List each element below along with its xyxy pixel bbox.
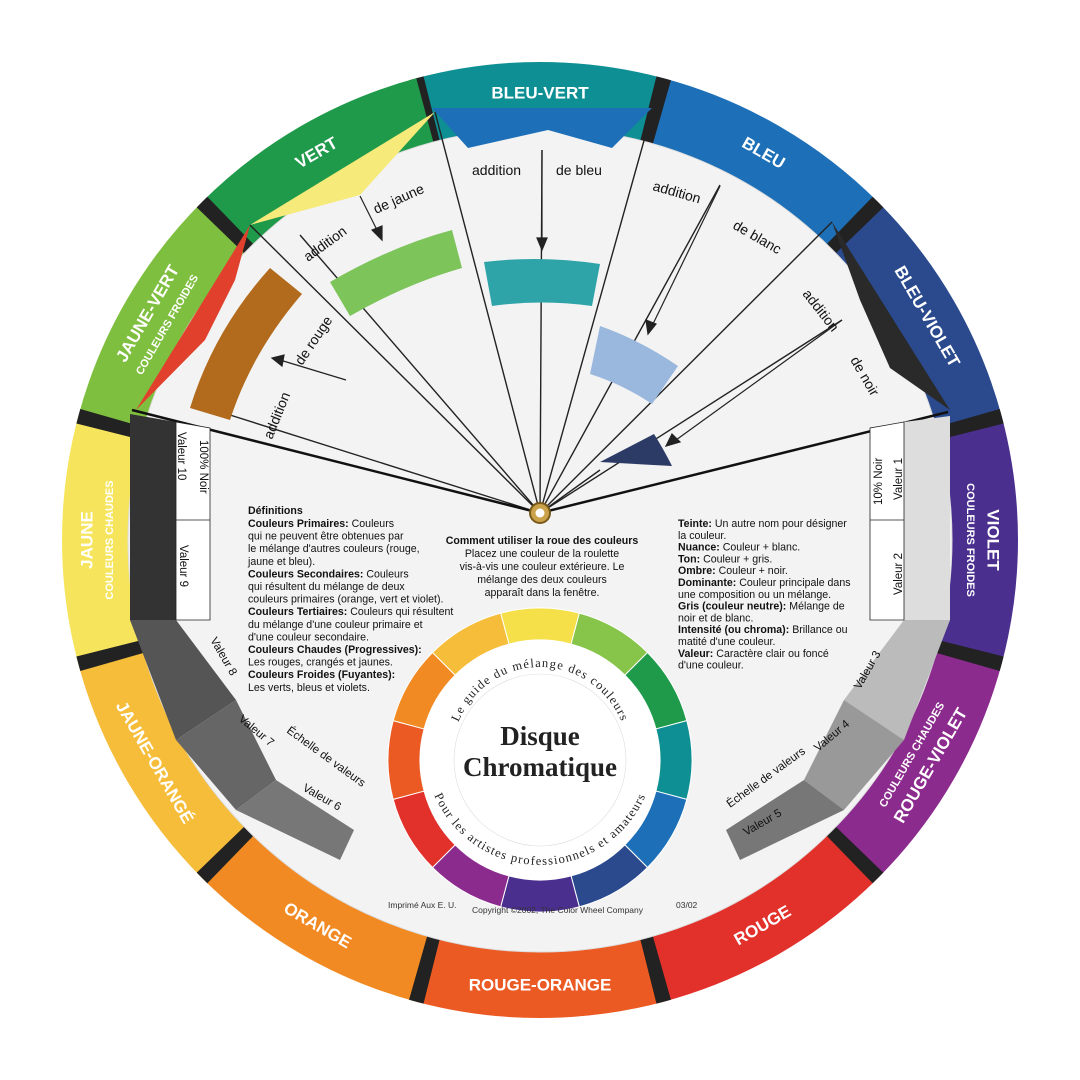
defs-lines-line-10: Couleurs Chaudes (Progressives): (248, 644, 422, 656)
right-defs-line-2: Nuance: Couleur + blanc. (678, 542, 800, 554)
inner-color-ring (387, 607, 693, 913)
footer-printed: Imprimé Aux E. U. (388, 900, 457, 910)
instructions-line-2: vis-à-vis une couleur extérieure. Le (460, 561, 625, 573)
right-defs-line-12: d'une couleur. (678, 660, 744, 672)
defs-lines-line-8: du mélange d'une couleur primaire et (248, 619, 423, 631)
valeur-1-label: Valeur 1 (893, 458, 905, 500)
right-defs-line-8: noir et de blanc. (678, 612, 753, 624)
outer-segment-10 (78, 202, 249, 434)
outer-segment-9 (61, 416, 143, 664)
defs-lines-line-2: le mélange d'autres couleurs (rouge, (248, 543, 420, 555)
instructions-line-1: Placez une couleur de la roulette (465, 548, 619, 560)
inner-segment-9 (387, 720, 425, 800)
right-defs-line-6: une composition ou un mélange. (678, 589, 831, 601)
defs-lines-line-6: couleurs primaires (orange, vert et viol… (248, 594, 443, 606)
blue-tab (432, 108, 652, 148)
outer-segment-3 (937, 416, 1018, 664)
instructions-heading: Comment utiliser la roue des couleurs (446, 535, 639, 547)
right-defs-line-0: Teinte: Un autre nom pour désigner (678, 518, 847, 530)
right-defs-line-3: Ton: Couleur + gris. (678, 553, 772, 565)
value-scale-left: Valeur 10 100% Noir Valeur 9 Valeur 8 Va… (130, 414, 368, 860)
outer-label-0: BLEU-VERT (491, 83, 589, 102)
outer-sublabel-9: COULEURS CHAUDES (104, 480, 116, 599)
black-tab (832, 222, 950, 410)
title-line-2: Chromatique (463, 752, 617, 782)
right-defs-line-7: Gris (couleur neutre): Mélange de (678, 601, 845, 613)
noir-100-label: 100% Noir (197, 440, 209, 494)
footer-copyright: Copyright ©2002, The Color Wheel Company (472, 905, 644, 915)
right-defs-line-1: la couleur. (678, 530, 726, 542)
defs-lines-line-4: Couleurs Secondaires: Couleurs (248, 568, 409, 580)
swatch-de-blanc (590, 326, 678, 404)
definitions-heading: Définitions (248, 505, 303, 517)
swatch-de-noir (600, 434, 672, 466)
red-tab (136, 225, 250, 410)
defs-lines-line-5: qui résultent du mélange de deux (248, 581, 405, 593)
outer-segment-1 (646, 78, 878, 249)
right-defs-line-11: Valeur: Caractère clair ou foncé (678, 648, 829, 660)
valeur-9-label: Valeur 9 (177, 545, 189, 587)
outer-segment-11 (202, 78, 434, 249)
de-bleu-label: de bleu (556, 162, 602, 178)
right-defs-line-5: Dominante: Couleur principale dans (678, 577, 851, 589)
right-defs-line-10: matité d'une couleur. (678, 636, 775, 648)
outer-segment-8 (78, 646, 249, 878)
defs-lines-line-1: qui ne peuvent être obtenues par (248, 531, 404, 543)
valeur-10-label: Valeur 10 (175, 432, 187, 480)
title-line-1: Disque (500, 721, 580, 751)
right-defs-line-9: Intensité (ou chroma): Brillance ou (678, 624, 848, 636)
defs-lines-line-0: Couleurs Primaires: Couleurs (248, 518, 394, 530)
defs-lines-line-13: Les verts, bleus et violets. (248, 682, 370, 694)
defs-lines-line-3: jaune et bleu). (247, 556, 315, 568)
center-instructions: Comment utiliser la roue des couleurs Pl… (446, 535, 639, 599)
noir-10-label: 10% Noir (873, 458, 885, 505)
outer-label-3: VIOLET (984, 509, 1003, 571)
instructions-line-4: apparaît dans la fenêtre. (485, 587, 600, 599)
instructions-line-3: mélange des deux couleurs (477, 574, 607, 586)
yellow-tab (250, 112, 435, 225)
right-defs-line-4: Ombre: Couleur + noir. (678, 565, 788, 577)
outer-label-6: ROUGE-ORANGE (469, 975, 612, 994)
outer-label-9: JAUNE (77, 511, 96, 569)
outer-segment-4 (831, 646, 1002, 878)
valeur-2-label: Valeur 2 (893, 553, 905, 595)
inner-segment-0 (500, 607, 580, 645)
outer-sublabel-3: COULEURS FROIDES (964, 483, 976, 597)
outer-segment-2 (831, 202, 1002, 434)
defs-lines-line-11: Les rouges, crangés et jaunes. (248, 657, 393, 669)
swatch-de-rouge (190, 268, 302, 420)
outer-segment-7 (202, 831, 434, 1002)
definitions-block: Définitions Couleurs Primaires: Couleurs… (247, 505, 453, 694)
footer-date: 03/02 (676, 900, 698, 910)
outer-segment-6 (416, 937, 664, 1018)
defs-lines-line-12: Couleurs Froides (Fuyantes): (248, 669, 395, 681)
swatch-de-jaune (330, 230, 462, 316)
defs-lines-line-9: d'une couleur secondaire. (248, 631, 369, 643)
outer-segment-5 (646, 831, 878, 1002)
swatch-de-bleu (484, 258, 600, 306)
inner-segment-3 (655, 720, 693, 800)
addition-label-bleu: addition (472, 162, 521, 178)
defs-lines-line-7: Couleurs Tertiaires: Couleurs qui résult… (248, 606, 453, 618)
